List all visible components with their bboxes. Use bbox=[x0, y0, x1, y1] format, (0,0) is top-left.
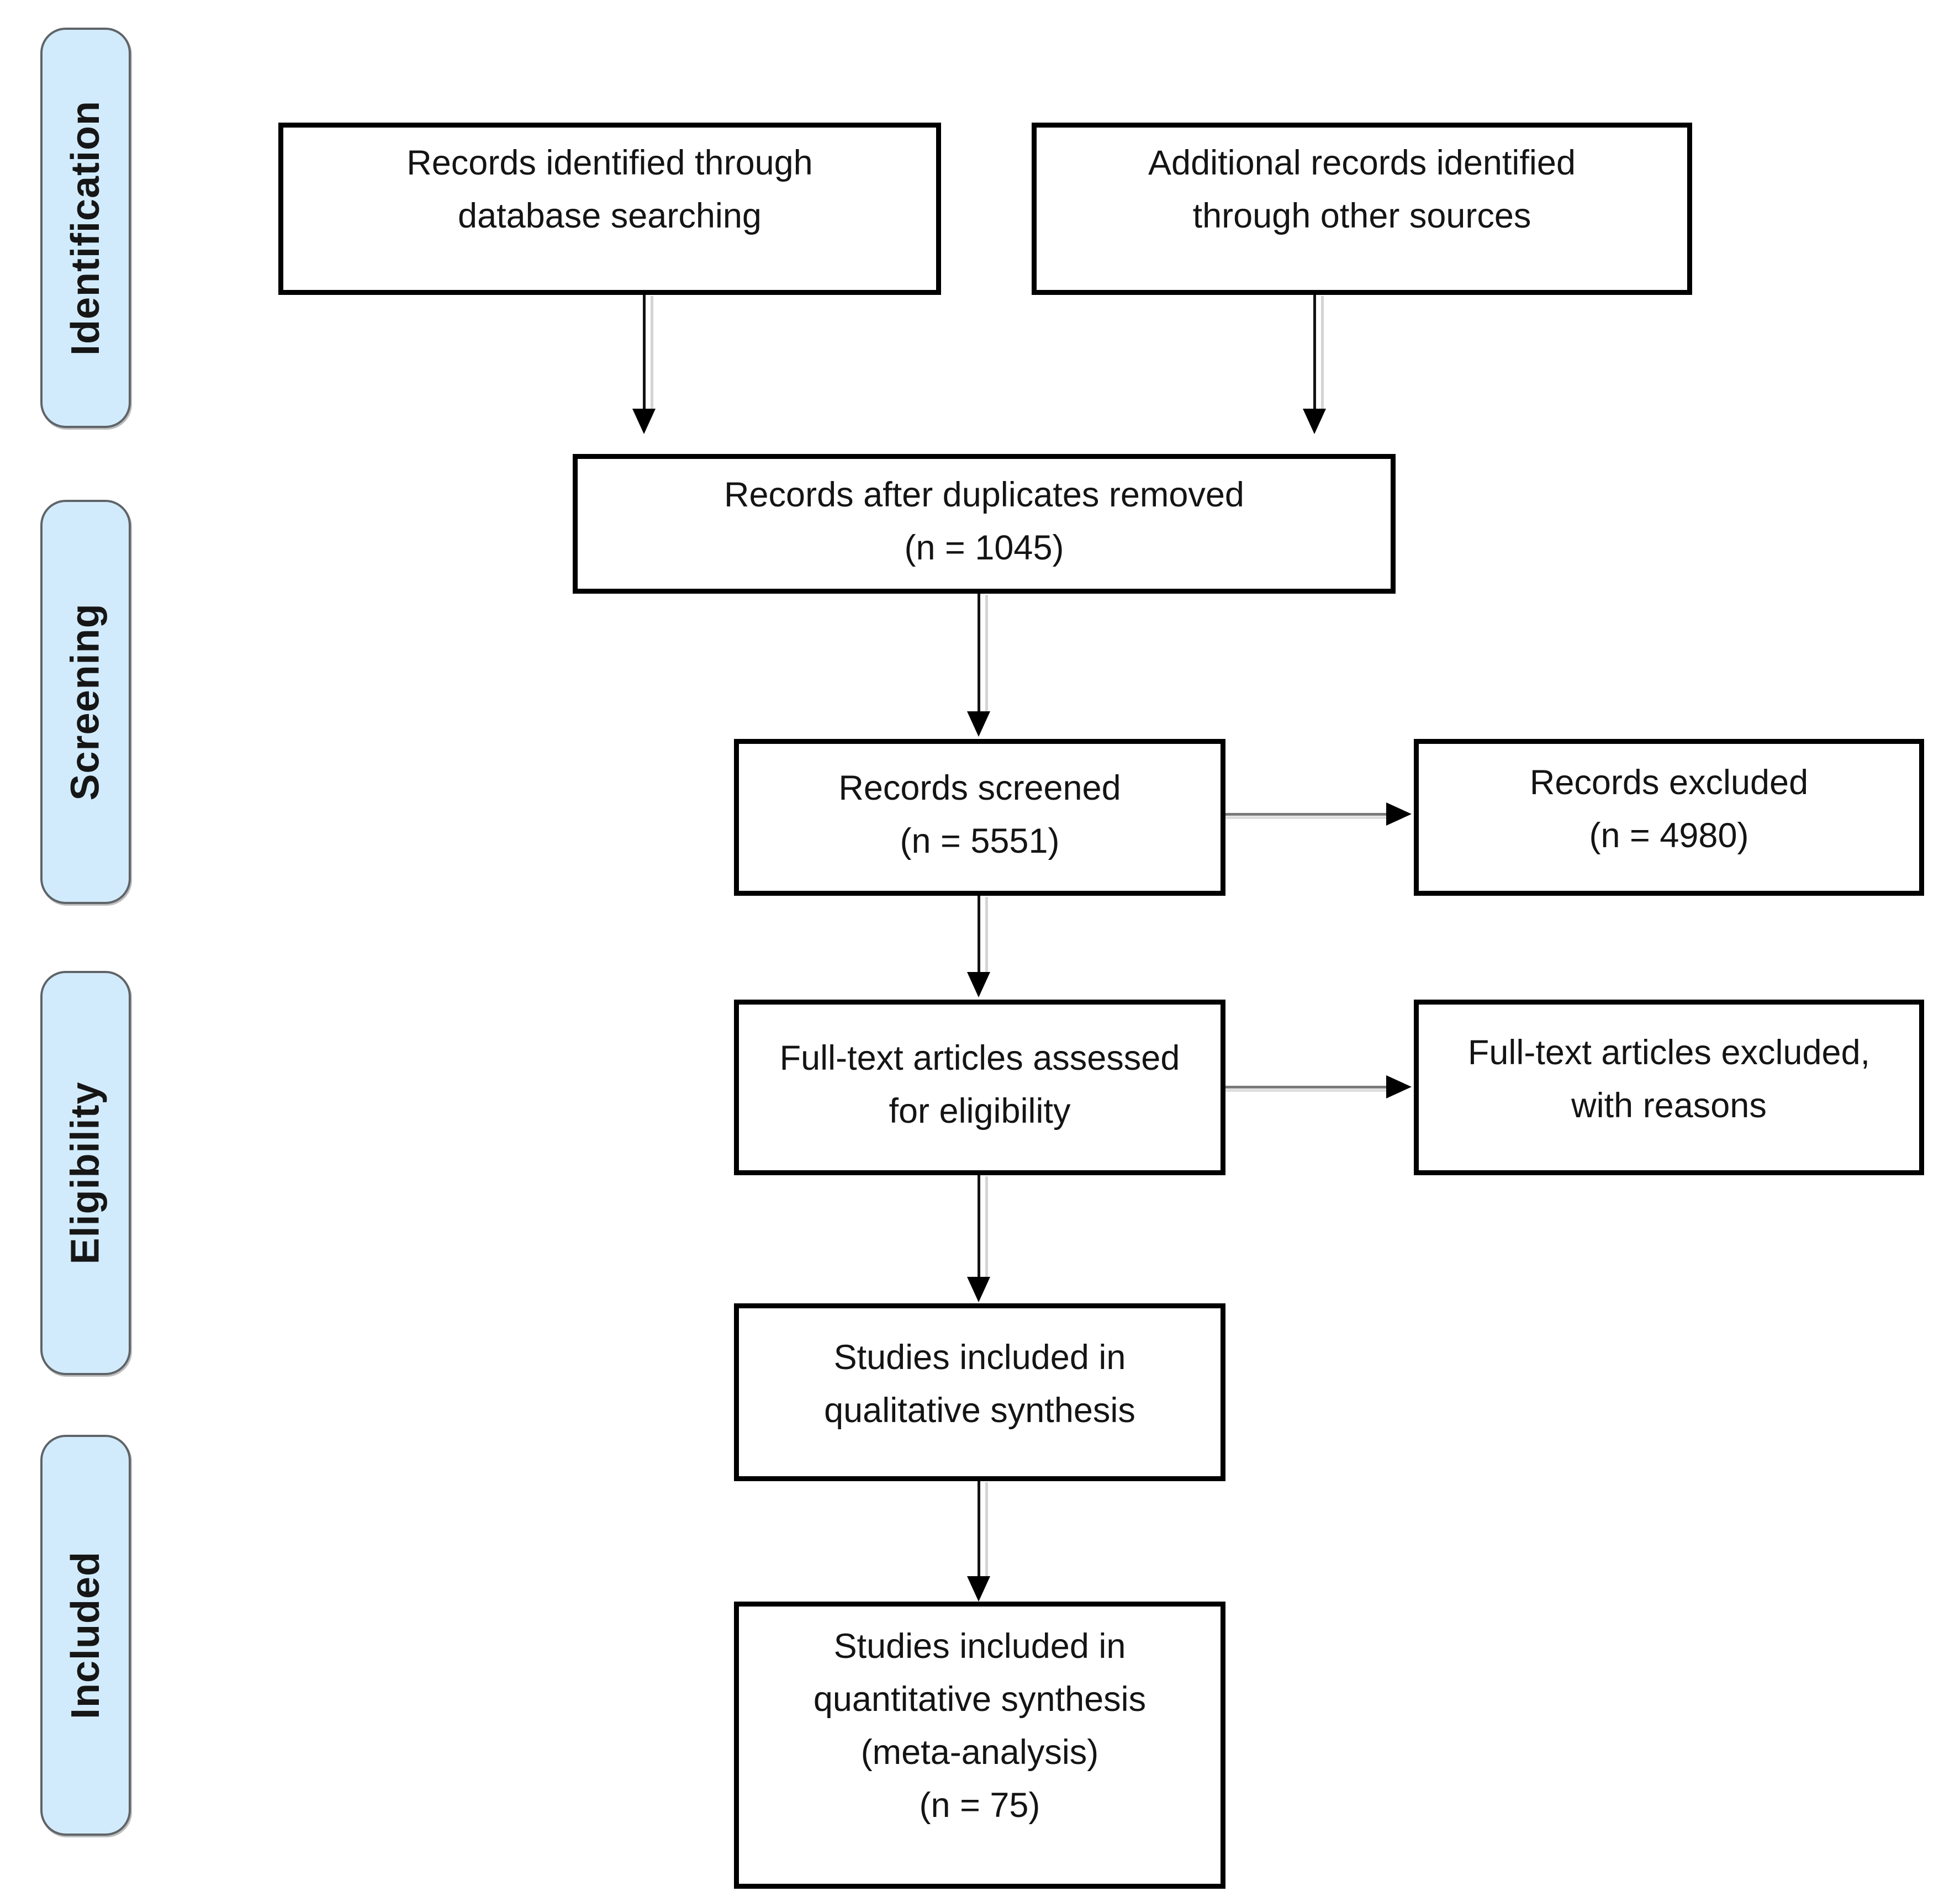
arrow-shaft bbox=[1225, 813, 1387, 816]
arrow-head-right-icon bbox=[1386, 802, 1412, 826]
stage-band-included: Included bbox=[40, 1435, 131, 1836]
arrow-shaft bbox=[978, 1481, 980, 1577]
arrow-head-down-icon bbox=[1303, 409, 1326, 434]
box-duplicates-removed-text: Records after duplicates removed (n = 10… bbox=[724, 475, 1244, 567]
stage-band-eligibility: Eligibility bbox=[40, 971, 131, 1375]
arrow-head-down-icon bbox=[967, 972, 990, 997]
box-quantitative-synthesis: Studies included in quantitative synthes… bbox=[734, 1602, 1225, 1889]
box-records-identified: Records identified through database sear… bbox=[278, 123, 941, 295]
box-records-screened: Records screened (n = 5551) bbox=[734, 739, 1225, 896]
box-additional-records: Additional records identified through ot… bbox=[1032, 123, 1692, 295]
arrow-head-down-icon bbox=[632, 409, 656, 434]
stage-band-identification: Identification bbox=[40, 28, 131, 428]
box-fulltext-excluded-text: Full-text articles excluded, with reason… bbox=[1467, 1033, 1871, 1125]
box-records-identified-text: Records identified through database sear… bbox=[406, 144, 813, 235]
stage-band-screening: Screening bbox=[40, 500, 131, 904]
arrow-shaft bbox=[1225, 1086, 1387, 1089]
box-fulltext-assessed-text: Full-text articles assessed for eligibil… bbox=[779, 1039, 1180, 1130]
stage-label-identification: Identification bbox=[64, 100, 108, 356]
box-qualitative-synthesis: Studies included in qualitative synthesi… bbox=[734, 1303, 1225, 1481]
stage-label-screening: Screening bbox=[64, 603, 108, 801]
arrow-shaft bbox=[978, 1175, 980, 1278]
arrow-shaft bbox=[643, 295, 646, 410]
stage-label-eligibility: Eligibility bbox=[64, 1081, 108, 1265]
box-records-screened-text: Records screened (n = 5551) bbox=[838, 769, 1121, 860]
arrow-head-right-icon bbox=[1386, 1075, 1412, 1098]
box-additional-records-text: Additional records identified through ot… bbox=[1148, 144, 1576, 235]
box-fulltext-excluded: Full-text articles excluded, with reason… bbox=[1414, 1000, 1924, 1175]
arrow-head-down-icon bbox=[967, 711, 990, 737]
box-qualitative-synthesis-text: Studies included in qualitative synthesi… bbox=[824, 1338, 1135, 1430]
arrow-shaft bbox=[1313, 295, 1316, 410]
box-duplicates-removed: Records after duplicates removed (n = 10… bbox=[573, 454, 1396, 594]
box-quantitative-synthesis-text: Studies included in quantitative synthes… bbox=[813, 1627, 1147, 1825]
arrow-shaft bbox=[978, 896, 980, 973]
arrow-shaft bbox=[978, 594, 980, 712]
arrow-head-down-icon bbox=[967, 1277, 990, 1302]
box-records-excluded: Records excluded (n = 4980) bbox=[1414, 739, 1924, 896]
arrow-head-down-icon bbox=[967, 1576, 990, 1602]
box-fulltext-assessed: Full-text articles assessed for eligibil… bbox=[734, 1000, 1225, 1175]
box-records-excluded-text: Records excluded (n = 4980) bbox=[1529, 763, 1809, 855]
stage-label-included: Included bbox=[64, 1551, 108, 1720]
